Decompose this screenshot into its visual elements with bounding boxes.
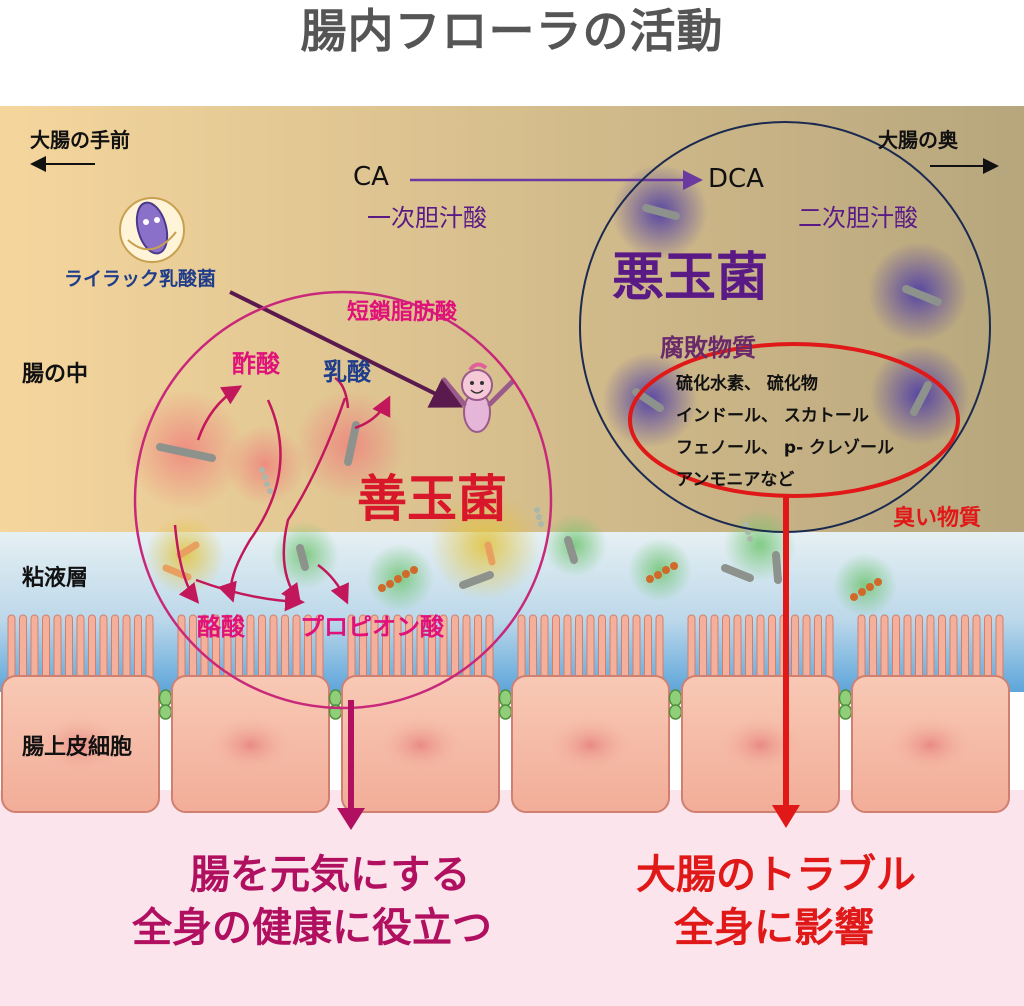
chain-bacteria: [378, 562, 882, 601]
substance-3: フェノール、 p- クレゾール: [676, 438, 895, 458]
primary-bile-acid-label: 一次胆汁酸: [367, 204, 487, 232]
scfa-label: 短鎖脂肪酸: [347, 300, 458, 325]
substance-2: インドール、 スカトール: [676, 406, 869, 426]
front-direction-label: 大腸の手前: [30, 128, 130, 152]
butyric-acid-label: 酪酸: [197, 613, 245, 641]
putrefactive-label: 腐敗物質: [660, 334, 756, 362]
propionic-acid-label: プロピオン酸: [300, 613, 444, 641]
putrefactive-oval: [628, 342, 960, 498]
smelly-substance-label: 臭い物質: [893, 506, 982, 531]
lactic-acid-label: 乳酸: [323, 358, 371, 386]
bottom-area: [0, 790, 1024, 1006]
dca-label: DCA: [708, 164, 764, 194]
substance-1: 硫化水素、 硫化物: [676, 374, 818, 394]
acetic-acid-label: 酢酸: [232, 350, 280, 378]
scfa-flow-arrows: [173, 376, 391, 612]
substance-4: アンモニアなど: [676, 470, 795, 490]
zone-label-inside: 腸の中: [22, 362, 89, 387]
epithelial-cells: [1, 675, 1010, 813]
lilac-to-mascot-arrow: [229, 290, 464, 408]
good-result-line-2: 全身の健康に役立つ: [132, 905, 492, 951]
lilac-lactobacillus-icon: [119, 197, 185, 263]
zone-label-mucus: 粘液層: [22, 566, 89, 591]
secondary-bile-acid-label: 二次胆汁酸: [798, 204, 918, 232]
bad-result-line-1: 大腸のトラブル: [636, 852, 916, 898]
bad-bacteria-label: 悪玉菌: [612, 248, 769, 308]
ca-label: CA: [353, 162, 389, 192]
good-result-line-1: 腸を元気にする: [190, 852, 471, 898]
good-bacteria-circle: [133, 290, 553, 710]
bad-effect-arrowhead: [772, 805, 800, 828]
page-title: 腸内フローラの活動: [300, 4, 724, 58]
zone-label-epithelium: 腸上皮細胞: [22, 735, 133, 760]
good-effect-arrowhead: [337, 808, 365, 830]
lilac-lactobacillus-label: ライラック乳酸菌: [64, 268, 217, 290]
bacteria-glows: [125, 164, 970, 617]
beaded-bacteria: [259, 467, 753, 542]
back-direction-label: 大腸の奥: [878, 128, 958, 152]
bad-result-line-2: 全身に影響: [674, 905, 874, 951]
good-bacteria-label: 善玉菌: [357, 470, 507, 528]
